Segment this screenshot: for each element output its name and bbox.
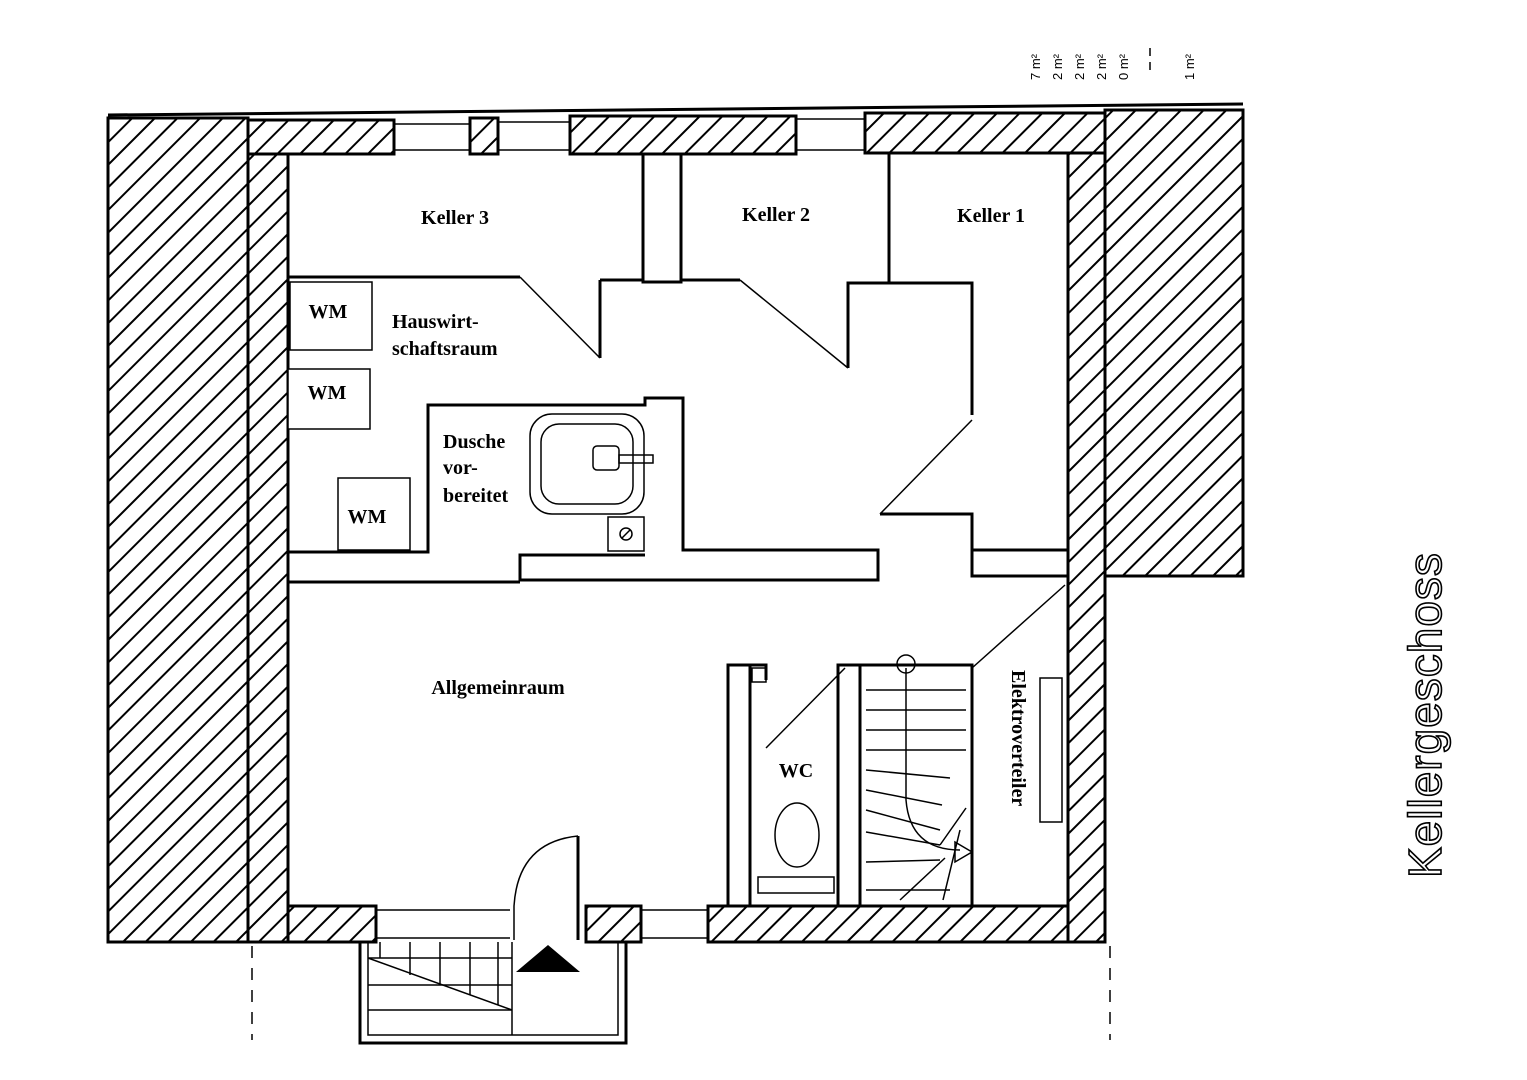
area-scale-5: 0 m²: [1116, 53, 1131, 80]
neighbour-wall-left: [106, 116, 250, 944]
room-label-keller-3: Keller 3: [421, 207, 489, 229]
room-label-dusche-1: Dusche: [443, 431, 505, 453]
room-label-keller-2: Keller 2: [742, 204, 810, 226]
area-scale-1: 7 m²: [1028, 53, 1043, 80]
entrance-door: [513, 835, 580, 940]
entrance-arrow-icon: [516, 945, 580, 972]
drawing-title: Kellergeschoss: [1399, 552, 1451, 878]
room-label-keller-1: Keller 1: [957, 205, 1025, 227]
electrical-panel: [1039, 677, 1063, 823]
wm-label-2: WM: [308, 382, 347, 404]
room-label-elektroverteiler: Elektroverteiler: [1007, 670, 1029, 806]
room-label-dusche-2: vor-: [443, 457, 478, 479]
area-scale-6: 1 m²: [1182, 53, 1197, 80]
wm-label-3: WM: [348, 506, 387, 528]
exterior-walls: [246, 111, 1107, 944]
washing-machine-2: WM: [287, 368, 371, 430]
neighbour-wall-right: [1103, 108, 1245, 578]
entrance-steps: [358, 942, 628, 1045]
room-label-allgemeinraum: Allgemeinraum: [431, 677, 565, 699]
room-label-hauswirtschaft-1: Hauswirt-: [392, 311, 479, 333]
room-label-dusche-3: bereitet: [443, 485, 508, 507]
washing-machine-1: WM: [289, 281, 373, 351]
area-scale: 7 m² 2 m² 2 m² 2 m² 0 m² 1 m²: [1028, 48, 1197, 80]
room-label-wc: WC: [779, 760, 813, 782]
area-scale-2: 2 m²: [1050, 53, 1065, 80]
toilet: [751, 667, 835, 894]
shower-tray: [529, 413, 654, 552]
washing-machine-3: WM: [337, 477, 411, 551]
area-scale-3: 2 m²: [1072, 53, 1087, 80]
interior-stairs: [865, 654, 974, 901]
area-scale-4: 2 m²: [1094, 53, 1109, 80]
wm-label-1: WM: [309, 301, 348, 323]
room-label-hauswirtschaft-2: schaftsraum: [392, 338, 498, 360]
